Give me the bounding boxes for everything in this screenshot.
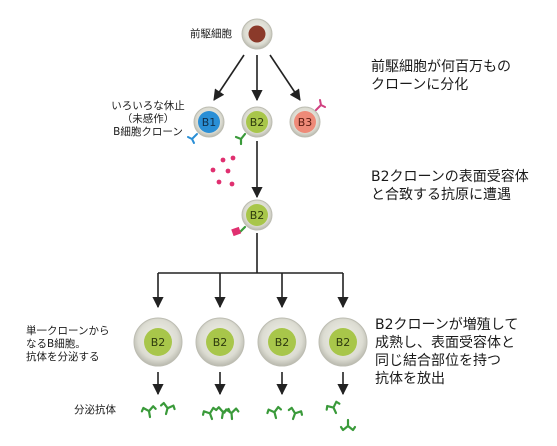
- antibody-icon: [324, 399, 344, 418]
- plasma-cell-1: B2: [133, 317, 183, 367]
- b3-label: B3: [298, 116, 313, 129]
- proliferation-branches: [152, 233, 349, 309]
- antigen-particles: [210, 155, 236, 187]
- plasma-cell-3-label: B2: [275, 336, 290, 349]
- b3-receptor: [315, 99, 326, 111]
- differentiation-arrows: [213, 54, 301, 102]
- bound-antigen: [231, 226, 242, 237]
- single-clone-label: 単一クローンから なるB細胞。 抗体を分泌する: [26, 325, 110, 363]
- precursor-label: 前駆細胞: [190, 28, 232, 40]
- activated-b2-cell: B2: [231, 199, 273, 237]
- activated-b2-label: B2: [250, 209, 265, 222]
- antibody-icon: [140, 404, 158, 420]
- b2-label: B2: [250, 116, 265, 129]
- b2-receptor: [234, 132, 247, 146]
- plasma-cell-4: B2: [318, 317, 368, 367]
- plasma-cell-1-label: B2: [151, 336, 166, 349]
- b1-cell: B1: [187, 106, 225, 144]
- antibody-icon: [214, 405, 232, 421]
- step1-caption: 前駆細胞が何百万もの クローンに分化: [371, 59, 511, 93]
- antibody-icon: [285, 406, 305, 423]
- plasma-cell-3: B2: [257, 317, 307, 367]
- antibody-icon: [158, 401, 177, 417]
- plasma-cell-4-label: B2: [336, 336, 351, 349]
- plasma-cell-2: B2: [195, 317, 245, 367]
- step2-caption: B2クローンの表面受容体 と合致する抗原に遭遇: [371, 169, 529, 203]
- b3-cell: B3: [289, 99, 326, 138]
- antibody-icon: [223, 407, 241, 421]
- b1-label: B1: [202, 116, 217, 129]
- antibody-icon: [339, 418, 357, 432]
- secreted-antibodies: [140, 399, 357, 432]
- secreted-antibody-label: 分泌抗体: [74, 404, 116, 416]
- step3-caption: B2クローンが増殖して 成熟し、表面受容体と 同じ結合部位を持つ 抗体を放出: [375, 317, 519, 387]
- secretion-arrows: [152, 372, 349, 396]
- clones-label: いろいろな休止 （未感作） B細胞クローン: [111, 100, 185, 138]
- antibody-icon: [265, 405, 284, 421]
- b1-receptor: [187, 133, 198, 144]
- plasma-cell-2-label: B2: [213, 336, 228, 349]
- precursor-cell: [241, 18, 273, 50]
- b2-cell-clone: B2: [234, 106, 273, 146]
